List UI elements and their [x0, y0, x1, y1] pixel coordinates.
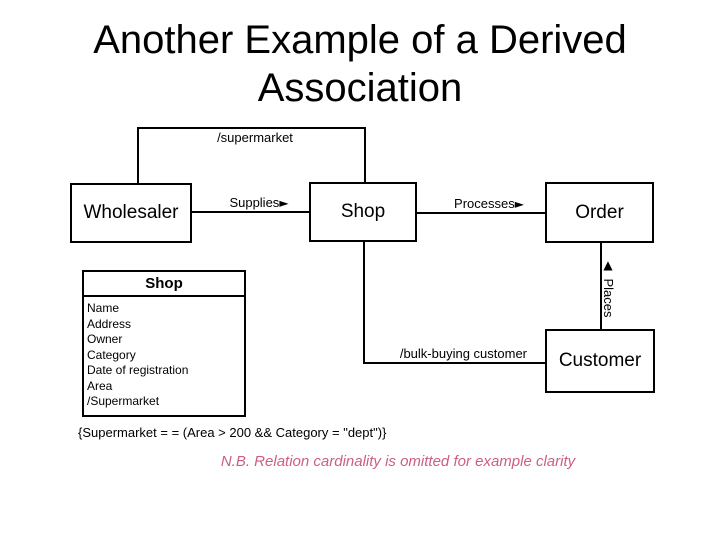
supermarket-bracket-right-line — [364, 128, 366, 183]
class-box-customer: Customer — [545, 329, 655, 393]
attribute-area: Area — [87, 378, 113, 393]
class-box-shop-detail: Shop Name Address Owner Category Date of… — [82, 270, 246, 417]
supplies-association-line — [192, 211, 309, 213]
shop-customer-vertical-line — [363, 242, 365, 363]
class-box-wholesaler: Wholesaler — [70, 183, 192, 243]
attribute-owner: Owner — [87, 332, 123, 346]
shop-detail-attributes: Name Address Owner Category Date of regi… — [84, 297, 244, 410]
bulk-buying-customer-label: /bulk-buying customer — [399, 346, 527, 361]
shop-detail-header: Shop — [84, 272, 244, 297]
places-label: Places — [601, 278, 616, 318]
class-box-shop: Shop — [309, 182, 417, 242]
attribute-supermarket: /Supermarket — [87, 394, 160, 408]
class-label-shop: Shop — [340, 201, 386, 222]
processes-label: Processes► — [425, 196, 553, 211]
attribute-date-of-registration: Date of registration — [87, 363, 189, 377]
attribute-category: Category — [87, 347, 136, 362]
class-label-wholesaler: Wholesaler — [83, 202, 179, 223]
cardinality-note: N.B. Relation cardinality is omitted for… — [220, 453, 576, 470]
processes-association-line — [417, 212, 545, 214]
arrowhead-right-icon: ► — [279, 196, 289, 210]
derivation-constraint-text: {Supermarket = = (Area > 200 && Category… — [78, 425, 387, 440]
supplies-label-text: Supplies — [229, 195, 280, 210]
supermarket-bracket-left-line — [137, 128, 139, 184]
arrowhead-right-icon: ► — [514, 197, 524, 211]
class-label-order: Order — [575, 201, 624, 223]
supermarket-role-label: /supermarket — [217, 130, 293, 145]
slide-title-line1: Another Example of a Derived — [93, 18, 627, 62]
attribute-name: Name — [87, 301, 120, 315]
class-box-order: Order — [545, 182, 654, 243]
class-label-customer: Customer — [558, 350, 642, 371]
bulk-buying-association-line — [363, 362, 545, 364]
places-association-line — [600, 243, 602, 329]
slide-title-line2: Association — [257, 66, 463, 110]
arrowhead-up-icon: ▲ — [603, 258, 613, 272]
attribute-address: Address — [87, 316, 132, 331]
supermarket-bracket-horizontal-line — [137, 127, 366, 129]
supplies-label: Supplies► — [200, 195, 318, 210]
slide-title: Another Example of a Derived Association — [0, 16, 720, 112]
processes-label-text: Processes — [454, 196, 515, 211]
